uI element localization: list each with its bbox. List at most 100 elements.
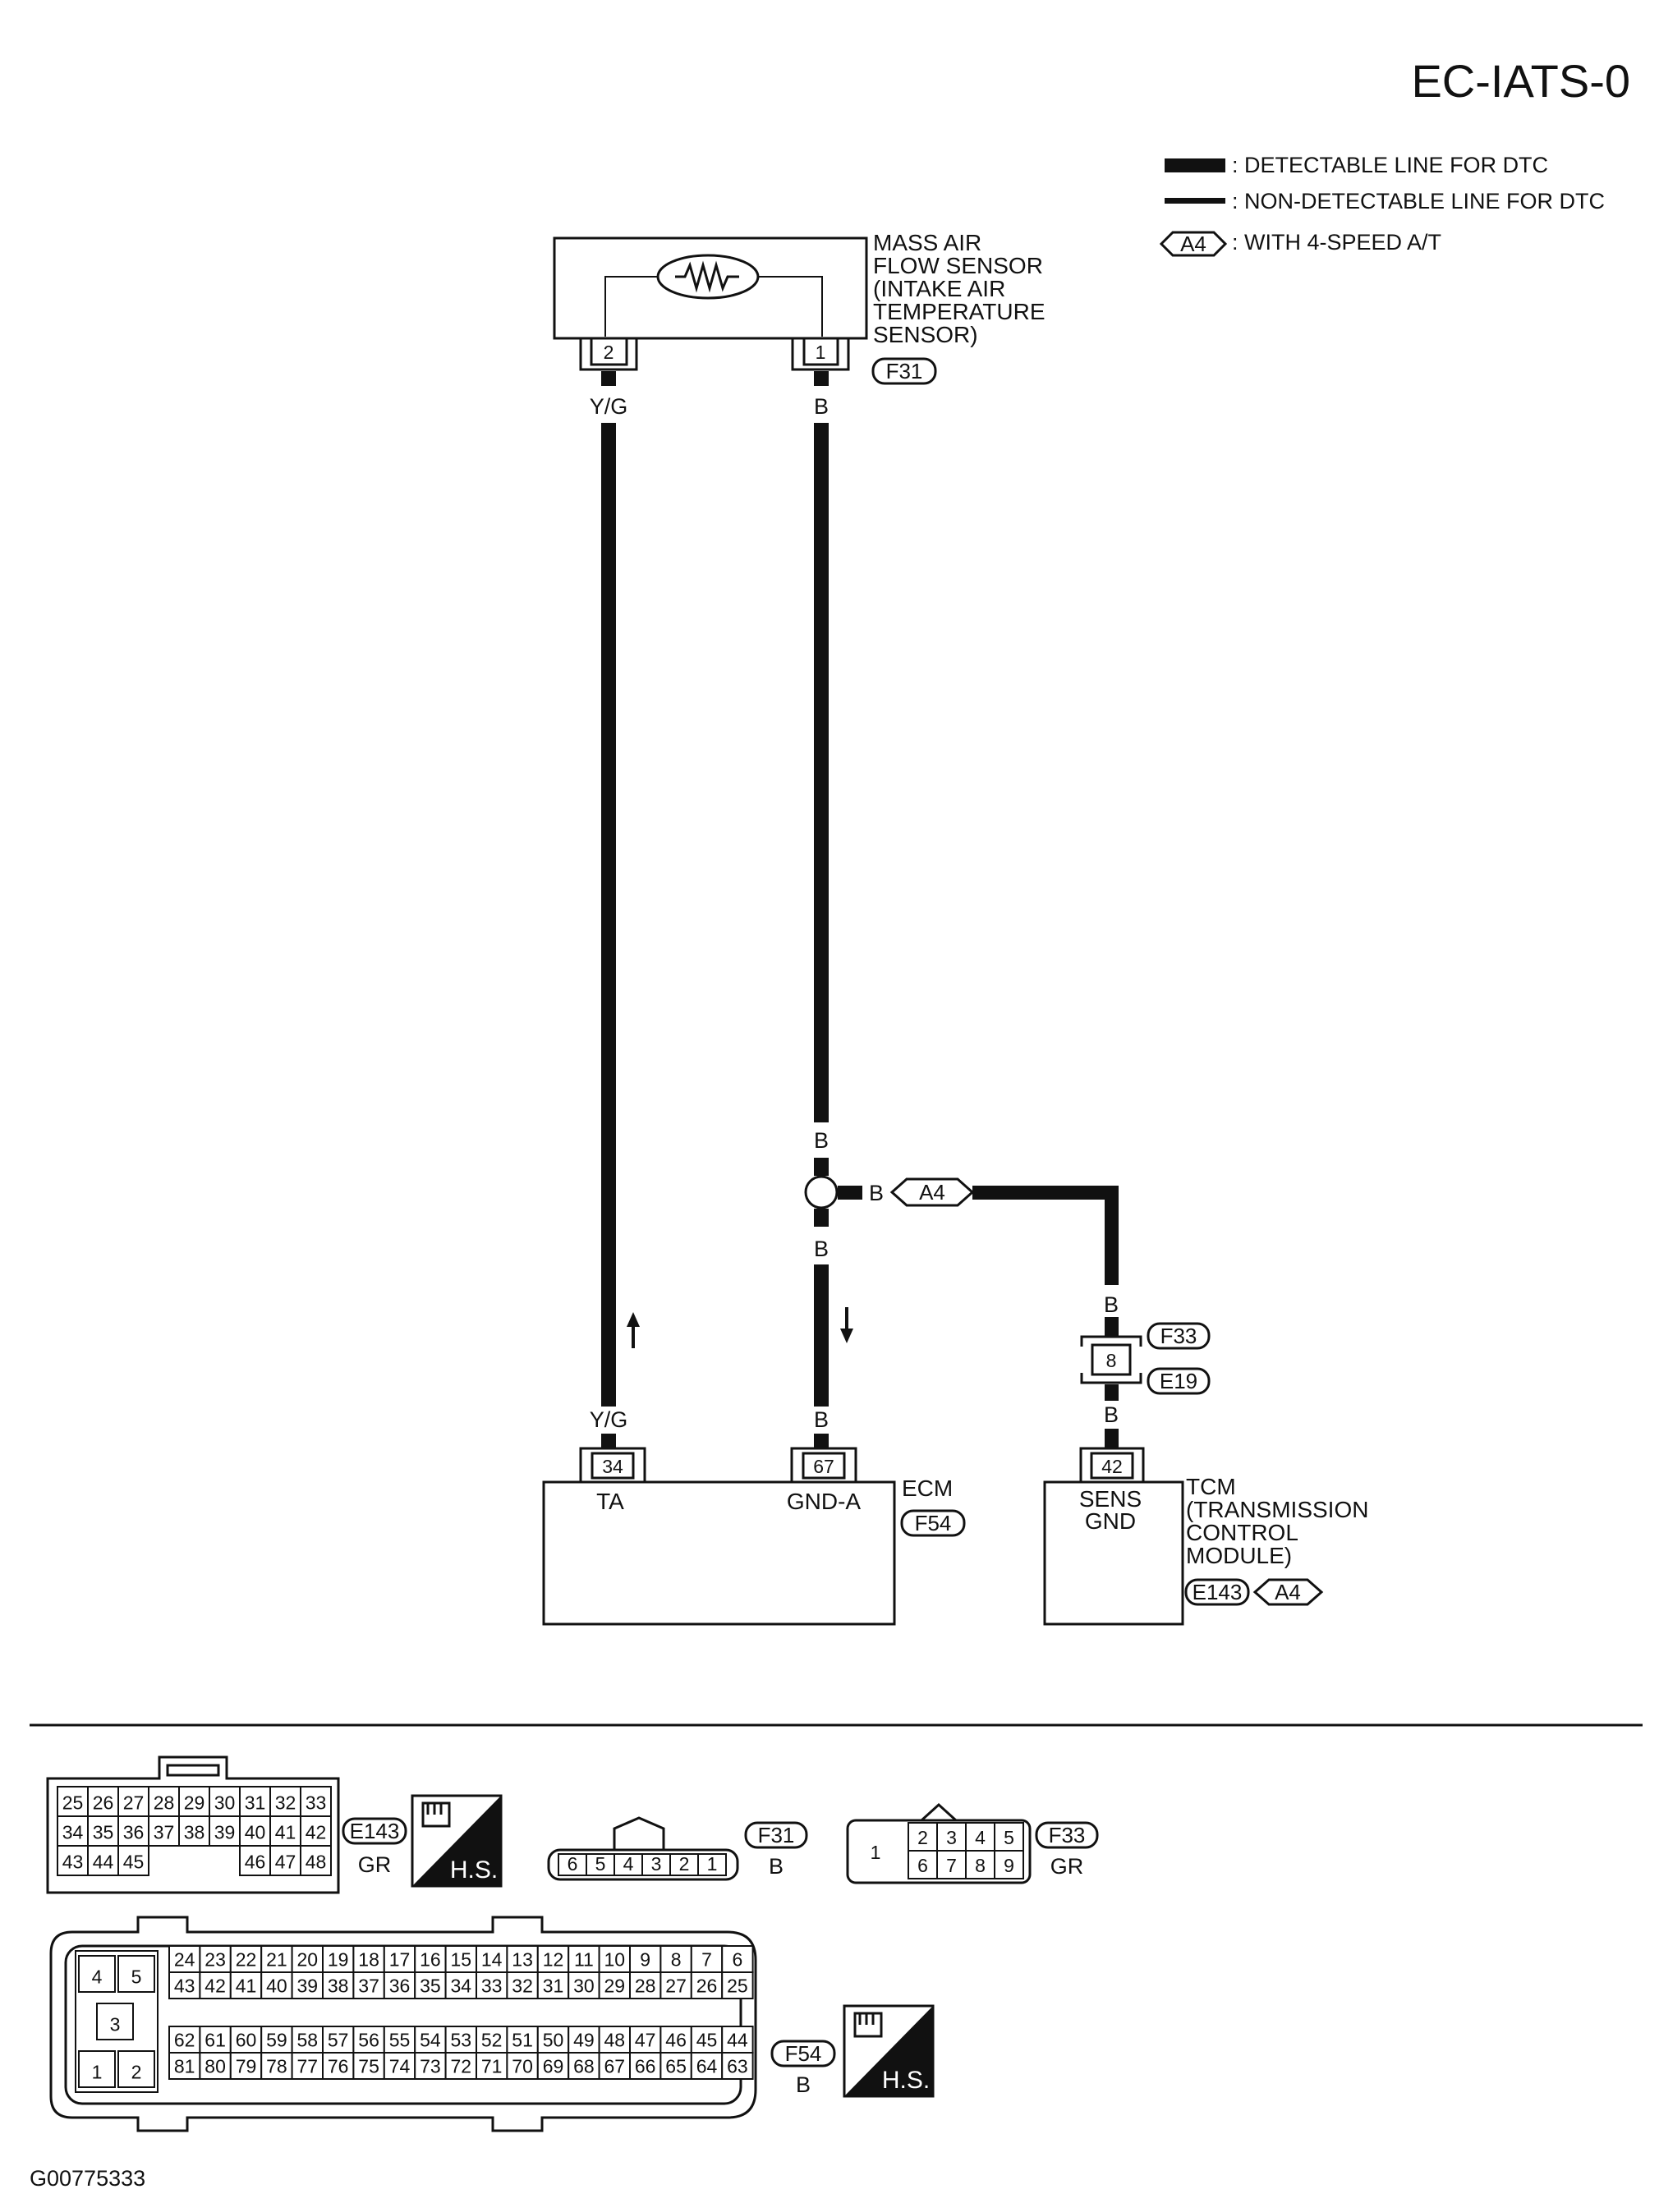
pin-number: 4 bbox=[92, 1966, 103, 1987]
pin-number: 55 bbox=[389, 2029, 411, 2050]
wire-a4-tag: A4 bbox=[919, 1180, 945, 1205]
tcm-label-line-4: MODULE) bbox=[1186, 1543, 1292, 1568]
pin-number: 2 bbox=[679, 1853, 690, 1875]
pin-cell bbox=[178, 1786, 210, 1817]
pin-number: 13 bbox=[512, 1948, 533, 1970]
pin-number: 71 bbox=[481, 2055, 503, 2077]
pin-cell bbox=[300, 1845, 332, 1876]
pin-cell bbox=[229, 1971, 263, 1999]
pin-cell bbox=[690, 2052, 724, 2080]
pin-number: 48 bbox=[604, 2029, 626, 2050]
pin-cell bbox=[209, 1815, 241, 1847]
wire-b-splice-bottom-label: B bbox=[814, 1237, 829, 1261]
pin-number: 35 bbox=[93, 1821, 114, 1843]
pin-cell bbox=[352, 2026, 385, 2054]
sensor-label-line-4: TEMPERATURE bbox=[873, 299, 1045, 324]
tcm-module: 42 SENS GND TCM (TRANSMISSION CONTROL MO… bbox=[1043, 1447, 1368, 1626]
pin-cell bbox=[965, 1850, 995, 1879]
arrow-down-icon bbox=[840, 1307, 853, 1343]
pin-number: 37 bbox=[154, 1821, 175, 1843]
pin-cell bbox=[697, 1853, 727, 1876]
pin-number: 41 bbox=[275, 1821, 296, 1843]
pin-number: 6 bbox=[733, 1948, 743, 1970]
hs-badge-f54: H.S. bbox=[843, 2004, 935, 2098]
f33-left-pin: 1 bbox=[871, 1842, 881, 1863]
e143-latch bbox=[166, 1764, 220, 1777]
pin-number: 28 bbox=[635, 1975, 656, 1996]
ecm-label-gnd: GND-A bbox=[787, 1489, 862, 1514]
pin-number: 21 bbox=[266, 1948, 287, 1970]
pin-number: 42 bbox=[205, 1975, 226, 1996]
tcm-pin-bracket bbox=[1079, 1447, 1145, 1482]
pin-number: 61 bbox=[205, 2029, 226, 2050]
legend: : DETECTABLE LINE FOR DTC : NON-DETECTAB… bbox=[1159, 153, 1605, 257]
sensor-label-line-1: MASS AIR bbox=[873, 230, 981, 255]
pin-cell bbox=[690, 1971, 724, 1999]
pin-cell bbox=[994, 1850, 1024, 1879]
pin-number: 25 bbox=[727, 1975, 748, 1996]
pin-cell bbox=[322, 2026, 355, 2054]
wire-yg-stub-bottom bbox=[601, 1434, 616, 1448]
pin-cell bbox=[444, 1971, 477, 1999]
pin-number: 6 bbox=[917, 1855, 928, 1876]
pin-cell bbox=[322, 2052, 355, 2080]
pin-cell bbox=[568, 2052, 600, 2080]
pin-number: 67 bbox=[604, 2055, 626, 2077]
pin-number: 46 bbox=[665, 2029, 687, 2050]
pin-number: 26 bbox=[696, 1975, 718, 1996]
sensor-pin-left: 2 bbox=[604, 342, 614, 363]
pin-cell bbox=[78, 2050, 116, 2088]
pin-number: 2 bbox=[131, 2061, 142, 2082]
pin-number: 62 bbox=[174, 2029, 195, 2050]
wire-b-splice-top-stub bbox=[814, 1158, 829, 1176]
tcm-pin-label-line-2: GND bbox=[1085, 1508, 1136, 1534]
f54-tag-shape bbox=[770, 2040, 836, 2067]
inline-connector-bottom-tag-shape bbox=[1147, 1367, 1211, 1395]
pin-number: 47 bbox=[275, 1851, 296, 1872]
tcm-connector-tag: E143 bbox=[1193, 1580, 1243, 1604]
pin-number: 75 bbox=[358, 2055, 379, 2077]
wire-b-lower bbox=[814, 1264, 829, 1407]
pin-number: 5 bbox=[131, 1966, 142, 1987]
hs-label: H.S. bbox=[882, 2067, 930, 2094]
sensor-pin-right-box bbox=[802, 337, 839, 366]
ecm-connector-tag-shape bbox=[900, 1509, 966, 1537]
pin-number: 42 bbox=[306, 1821, 327, 1843]
wire-b-stub-top bbox=[814, 371, 829, 386]
pin-cell bbox=[414, 1945, 447, 1973]
f33-tag: F33 bbox=[1049, 1823, 1086, 1847]
pin-number: 14 bbox=[481, 1948, 503, 1970]
pin-number: 34 bbox=[451, 1975, 472, 1996]
pin-number: 53 bbox=[451, 2029, 472, 2050]
pin-number: 12 bbox=[543, 1948, 564, 1970]
pin-number: 32 bbox=[275, 1792, 296, 1813]
wire-yg-bottom-label: Y/G bbox=[590, 1407, 628, 1432]
pin-cell bbox=[536, 1971, 570, 1999]
pin-number: 43 bbox=[174, 1975, 195, 1996]
pin-cell bbox=[994, 1822, 1024, 1852]
pin-number: 57 bbox=[328, 2029, 349, 2050]
f33-housing bbox=[846, 1819, 1032, 1884]
legend-non-detectable-swatch bbox=[1165, 198, 1225, 204]
pin-number: 54 bbox=[420, 2029, 441, 2050]
pin-number: 4 bbox=[975, 1827, 986, 1848]
wire-b-tcm-stub bbox=[1105, 1429, 1119, 1448]
sensor-pin-right-bracket bbox=[791, 338, 850, 371]
ecm-body bbox=[542, 1480, 896, 1626]
pin-cell bbox=[629, 1971, 662, 1999]
pin-cell bbox=[199, 2026, 232, 2054]
wire-b-upper bbox=[814, 423, 829, 1122]
pin-cell bbox=[536, 2052, 570, 2080]
pin-number: 35 bbox=[420, 1975, 441, 1996]
pin-cell bbox=[690, 1945, 724, 1973]
pin-number: 27 bbox=[665, 1975, 687, 1996]
pin-number: 1 bbox=[707, 1853, 718, 1875]
pin-number: 32 bbox=[512, 1975, 533, 1996]
inline-connector-box bbox=[1091, 1343, 1132, 1376]
mass-air-flow-sensor: 2 1 MASS AIR FLOW SENSOR (INTAKE AIR TEM… bbox=[553, 230, 1045, 385]
sensor-internal-wire-left bbox=[604, 276, 658, 337]
wire-yg bbox=[601, 423, 616, 1407]
hs-label: H.S. bbox=[450, 1856, 498, 1884]
